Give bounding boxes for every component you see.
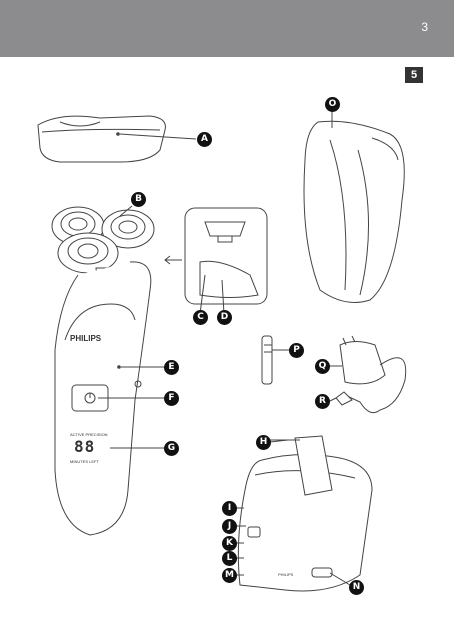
base-brand-label: PHILIPS (278, 572, 294, 577)
callout-n: N (349, 580, 364, 595)
callout-m: M (222, 568, 237, 583)
callout-d: D (217, 310, 232, 325)
page-header-bar: 3 (0, 0, 454, 57)
shaving-unit-drawing (51, 205, 155, 274)
callout-i: I (222, 501, 237, 516)
travel-pouch-drawing (303, 110, 405, 303)
cleaning-base-drawing (236, 435, 373, 592)
protection-cap-drawing (37, 115, 197, 163)
shaver-display-digits: 88 (74, 437, 96, 456)
section-number-badge: 5 (405, 67, 423, 83)
callout-l: L (222, 551, 237, 566)
callout-p: P (289, 343, 304, 358)
shaver-display-top-text: ACTIVE PRECISION (70, 432, 108, 437)
callout-c: C (193, 310, 208, 325)
callout-a: A (197, 132, 212, 147)
callout-q: Q (315, 359, 330, 374)
callout-f: F (164, 391, 179, 406)
shaver-display-minutes: MINUTES LEFT (70, 459, 99, 464)
detail-inset-drawing (164, 207, 268, 315)
page-number: 3 (421, 20, 428, 34)
shaver-brand-label: PHILIPS (70, 334, 102, 343)
callout-r: R (315, 394, 330, 409)
callout-b: B (131, 192, 146, 207)
callout-h: H (256, 435, 271, 450)
callout-j: J (222, 519, 237, 534)
callout-g: G (164, 441, 179, 456)
adapter-drawing (329, 335, 407, 414)
callout-e: E (164, 360, 179, 375)
callout-k: K (222, 536, 237, 551)
cleaning-brush-drawing (261, 335, 290, 385)
callout-o: O (325, 97, 340, 112)
shaver-body-drawing (54, 261, 164, 536)
